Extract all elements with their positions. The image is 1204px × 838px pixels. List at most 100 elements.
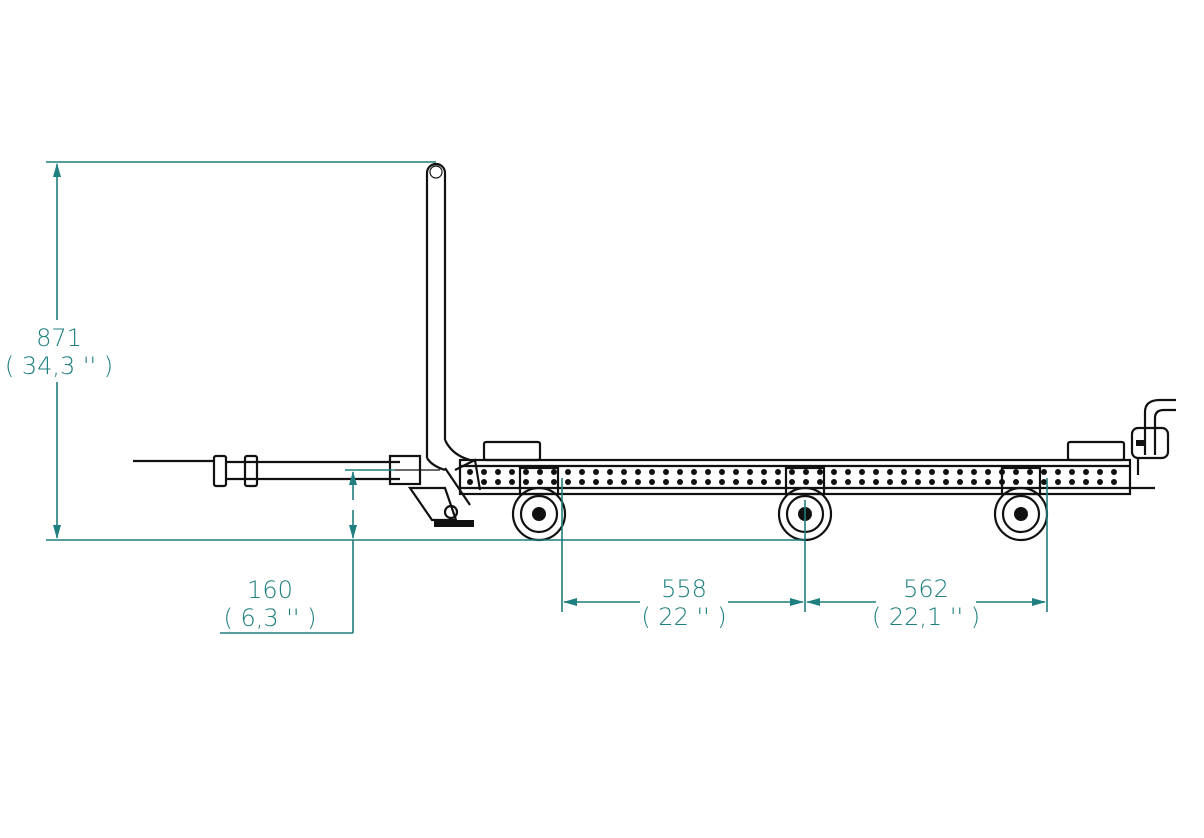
frame-hole: [509, 469, 515, 475]
frame-hole: [971, 469, 977, 475]
frame-hole: [663, 469, 669, 475]
frame-hole: [691, 479, 697, 485]
wheelbase-rear-imperial: ( 22,1 '' ): [872, 603, 980, 631]
frame-hole: [579, 479, 585, 485]
frame-hole: [495, 469, 501, 475]
frame-hole: [845, 479, 851, 485]
frame-hole: [719, 469, 725, 475]
frame-hole: [705, 469, 711, 475]
wheels: [511, 466, 1049, 542]
frame-hole: [943, 479, 949, 485]
frame-hole: [635, 469, 641, 475]
frame-hole: [747, 469, 753, 475]
frame-hole: [537, 479, 543, 485]
tow-bar: [133, 454, 440, 488]
frame-hole: [1069, 479, 1075, 485]
frame-hole: [817, 469, 823, 475]
frame-hole: [985, 479, 991, 485]
frame-hole: [1111, 469, 1117, 475]
frame-hole: [985, 469, 991, 475]
wheel-front: [511, 466, 567, 542]
frame-hole: [565, 479, 571, 485]
wheel-rear: [993, 466, 1049, 542]
frame-hole: [1013, 469, 1019, 475]
frame-hole: [775, 479, 781, 485]
frame-hole: [551, 479, 557, 485]
frame-hole: [957, 469, 963, 475]
frame-hole: [495, 479, 501, 485]
frame-hole: [943, 469, 949, 475]
frame-hole: [929, 479, 935, 485]
frame-hole: [761, 469, 767, 475]
frame-hole: [845, 469, 851, 475]
frame-hole: [873, 469, 879, 475]
frame-hole: [1041, 469, 1047, 475]
dimension-overall-height: 871 ( 34,3 '' ): [5, 161, 436, 539]
frame-hole: [1027, 469, 1033, 475]
frame-hole: [677, 469, 683, 475]
frame-hole: [901, 469, 907, 475]
frame-hole: [803, 469, 809, 475]
frame-hole: [635, 479, 641, 485]
frame-hole: [551, 469, 557, 475]
frame-hole: [1111, 479, 1117, 485]
frame-hole: [621, 479, 627, 485]
hitch-height-imperial: ( 6,3 '' ): [224, 604, 317, 632]
frame-hole: [467, 479, 473, 485]
frame-hole: [1013, 479, 1019, 485]
frame-hole: [509, 479, 515, 485]
frame-hole: [901, 479, 907, 485]
frame-hole: [1055, 479, 1061, 485]
frame-hole: [887, 469, 893, 475]
frame-hole: [775, 469, 781, 475]
frame-hole: [957, 479, 963, 485]
frame-hole: [621, 469, 627, 475]
frame-hole: [789, 479, 795, 485]
frame-hole: [481, 479, 487, 485]
overall-height-value: 871: [36, 324, 82, 352]
overall-height-imperial: ( 34,3 '' ): [5, 352, 113, 380]
frame-hole: [523, 469, 529, 475]
frame-hole: [523, 479, 529, 485]
frame-hole: [887, 479, 893, 485]
frame-hole: [607, 479, 613, 485]
frame-hole: [677, 479, 683, 485]
frame-hole: [691, 469, 697, 475]
frame-hole: [467, 469, 473, 475]
frame-hole: [1041, 479, 1047, 485]
frame-hole: [579, 469, 585, 475]
frame-hole: [733, 469, 739, 475]
frame-hole: [537, 469, 543, 475]
frame-hole: [971, 479, 977, 485]
frame-hole: [859, 469, 865, 475]
frame-hole: [1083, 479, 1089, 485]
frame-hole: [733, 479, 739, 485]
rear-coupling: [1130, 398, 1176, 475]
wheelbase-front-value: 558: [661, 575, 707, 603]
frame-hole: [1055, 469, 1061, 475]
frame-hole: [859, 479, 865, 485]
frame-hole: [593, 469, 599, 475]
frame-hole: [1097, 479, 1103, 485]
frame-hole: [747, 479, 753, 485]
frame-hole: [1097, 469, 1103, 475]
frame-hole: [831, 469, 837, 475]
cart-body: [133, 162, 1176, 542]
frame-hole: [663, 479, 669, 485]
frame-hole: [1083, 469, 1089, 475]
frame-hole: [817, 479, 823, 485]
dimension-hitch-height: 160 ( 6,3 '' ): [220, 469, 395, 634]
frame-hole: [761, 479, 767, 485]
frame-hole: [929, 469, 935, 475]
frame-perforations: [467, 469, 1117, 485]
frame-hole: [593, 479, 599, 485]
dimension-wheelbase-front: 558 ( 22 '' ): [563, 575, 804, 631]
handle: [425, 162, 471, 472]
frame-hole: [915, 479, 921, 485]
dimension-wheelbase-rear: 562 ( 22,1 '' ): [806, 575, 1046, 631]
frame-hole: [831, 479, 837, 485]
frame-hole: [789, 469, 795, 475]
frame-hole: [649, 479, 655, 485]
frame-hole: [915, 469, 921, 475]
